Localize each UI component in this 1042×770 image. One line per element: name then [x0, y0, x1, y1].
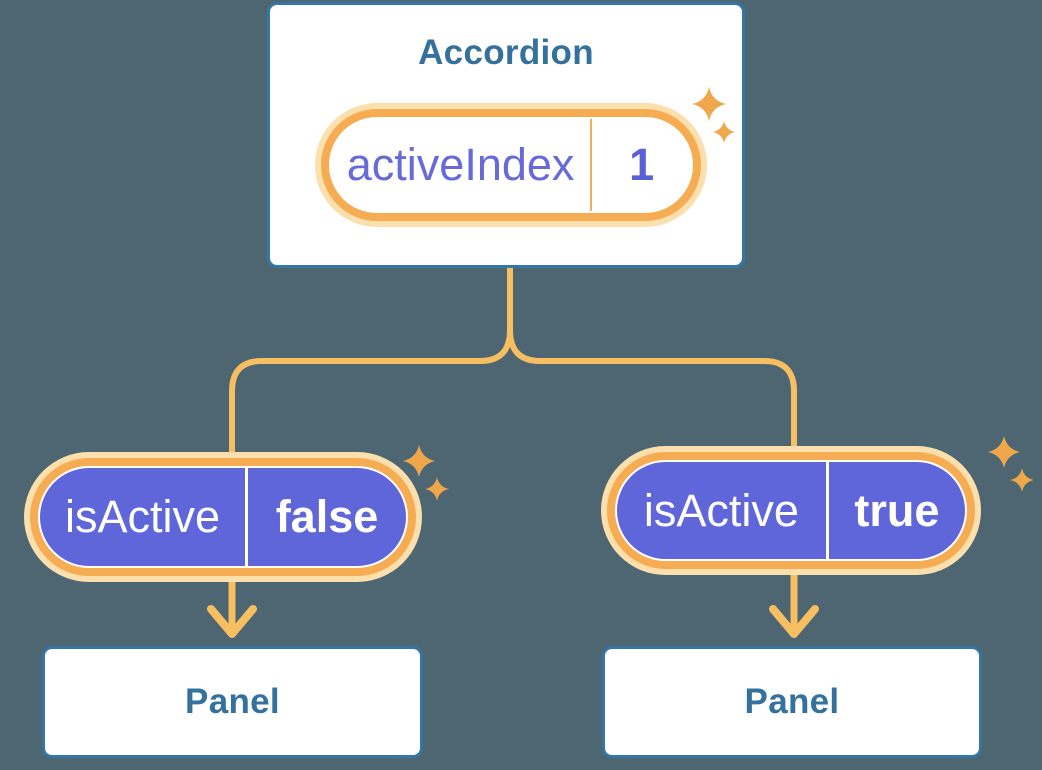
state-value-label: true [854, 484, 940, 536]
component-title: Accordion [418, 33, 594, 72]
pill-divider [590, 119, 593, 211]
state-value-label: 1 [629, 139, 655, 190]
sparkle-icon [1010, 468, 1034, 492]
state-value-label: false [275, 491, 379, 542]
sparkle-icon [403, 445, 435, 477]
state-name-label: isActive [643, 484, 799, 536]
isactive-state-pill-right: isActive true [607, 452, 975, 569]
pill-content: isActive false [40, 468, 406, 566]
panel-title: Panel [185, 682, 280, 721]
state-name-label: isActive [64, 491, 220, 542]
pill-content: activeIndex 1 [331, 119, 691, 211]
sparkle-icon [988, 436, 1020, 468]
pill-divider [244, 468, 248, 566]
sparkle-icon [425, 477, 449, 501]
pill-divider [825, 462, 829, 559]
state-name-label: activeIndex [346, 139, 575, 190]
activeindex-state-pill: activeIndex 1 [321, 109, 701, 221]
isactive-state-pill-left: isActive false [30, 458, 416, 576]
down-arrow-icon [769, 605, 819, 638]
panel-component-card-left: Panel [42, 646, 423, 758]
accordion-component-card: Accordion activeIndex 1 [267, 2, 745, 268]
panel-component-card-right: Panel [602, 646, 982, 758]
pill-content: isActive true [617, 462, 965, 559]
connector-right [507, 268, 797, 449]
connector-left [229, 268, 513, 456]
down-arrow-icon [207, 605, 257, 638]
panel-title: Panel [744, 682, 840, 721]
